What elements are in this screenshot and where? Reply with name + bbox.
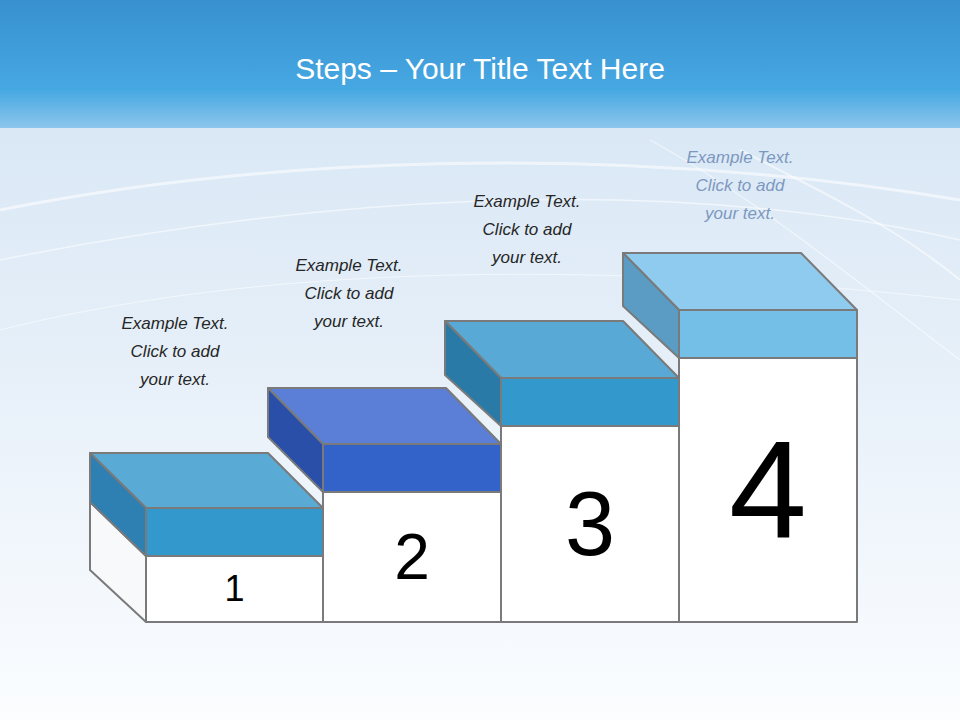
slide-title: Steps – Your Title Text Here: [0, 52, 960, 86]
step-number: 2: [323, 492, 501, 622]
step-description: Example Text. Click to add your text.: [680, 144, 800, 228]
steps: [90, 253, 857, 622]
step-description: Example Text. Click to add your text.: [289, 252, 409, 336]
step-block: Example Text. Click to add your text.3: [501, 188, 679, 622]
step-block: Example Text. Click to add your text. 4: [679, 144, 857, 622]
step-description: Example Text. Click to add your text.: [115, 310, 235, 394]
step-block: Example Text. Click to add your text.1: [146, 310, 323, 622]
step-block: Example Text. Click to add your text.2: [323, 252, 501, 622]
step-number: 4: [679, 358, 857, 622]
title-band: [0, 0, 960, 128]
step-number: 1: [146, 556, 323, 622]
step-number: 3: [501, 426, 679, 622]
step-description: Example Text. Click to add your text.: [467, 188, 587, 272]
